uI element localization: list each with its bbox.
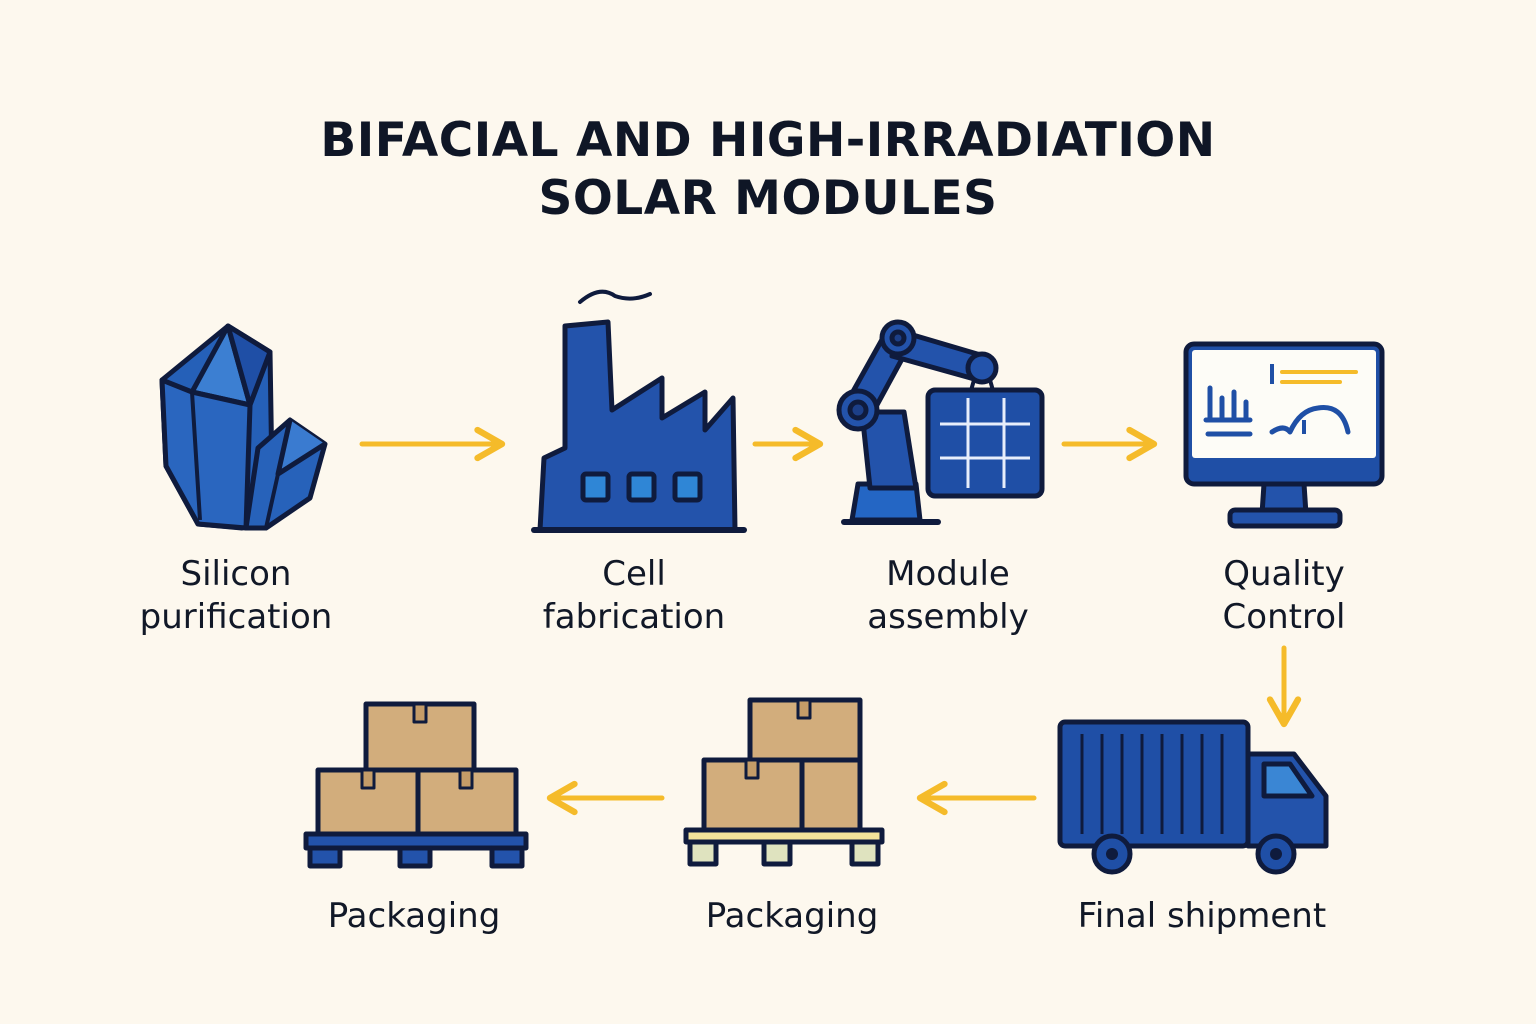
- title-line-1: BIFACIAL AND HIGH-IRRADIATION: [320, 113, 1216, 168]
- step-label-quality-control: Quality Control: [1222, 554, 1346, 637]
- pallet-boxes-icon: [683, 697, 885, 867]
- robot-arm-icon: [836, 319, 1045, 525]
- pallet-boxes-icon: [303, 701, 529, 869]
- diagram-title: BIFACIAL AND HIGH-IRRADIATION SOLAR MODU…: [0, 112, 1536, 228]
- step-label-packaging: Packaging: [705, 896, 879, 936]
- factory-icon: [531, 289, 747, 533]
- truck-icon: [1057, 719, 1329, 875]
- step-label-packaging: Packaging: [327, 896, 501, 936]
- title-line-2: SOLAR MODULES: [538, 171, 998, 226]
- step-label-silicon-purification: Silicon purification: [139, 554, 333, 637]
- step-label-module-assembly: Module assembly: [867, 554, 1029, 637]
- flow-arrows: [359, 426, 1302, 816]
- step-label-final-shipment: Final shipment: [1077, 896, 1327, 936]
- crystal-icon: [159, 323, 328, 531]
- monitor-icon: [1183, 341, 1385, 529]
- step-label-cell-fabrication: Cell fabrication: [542, 554, 726, 637]
